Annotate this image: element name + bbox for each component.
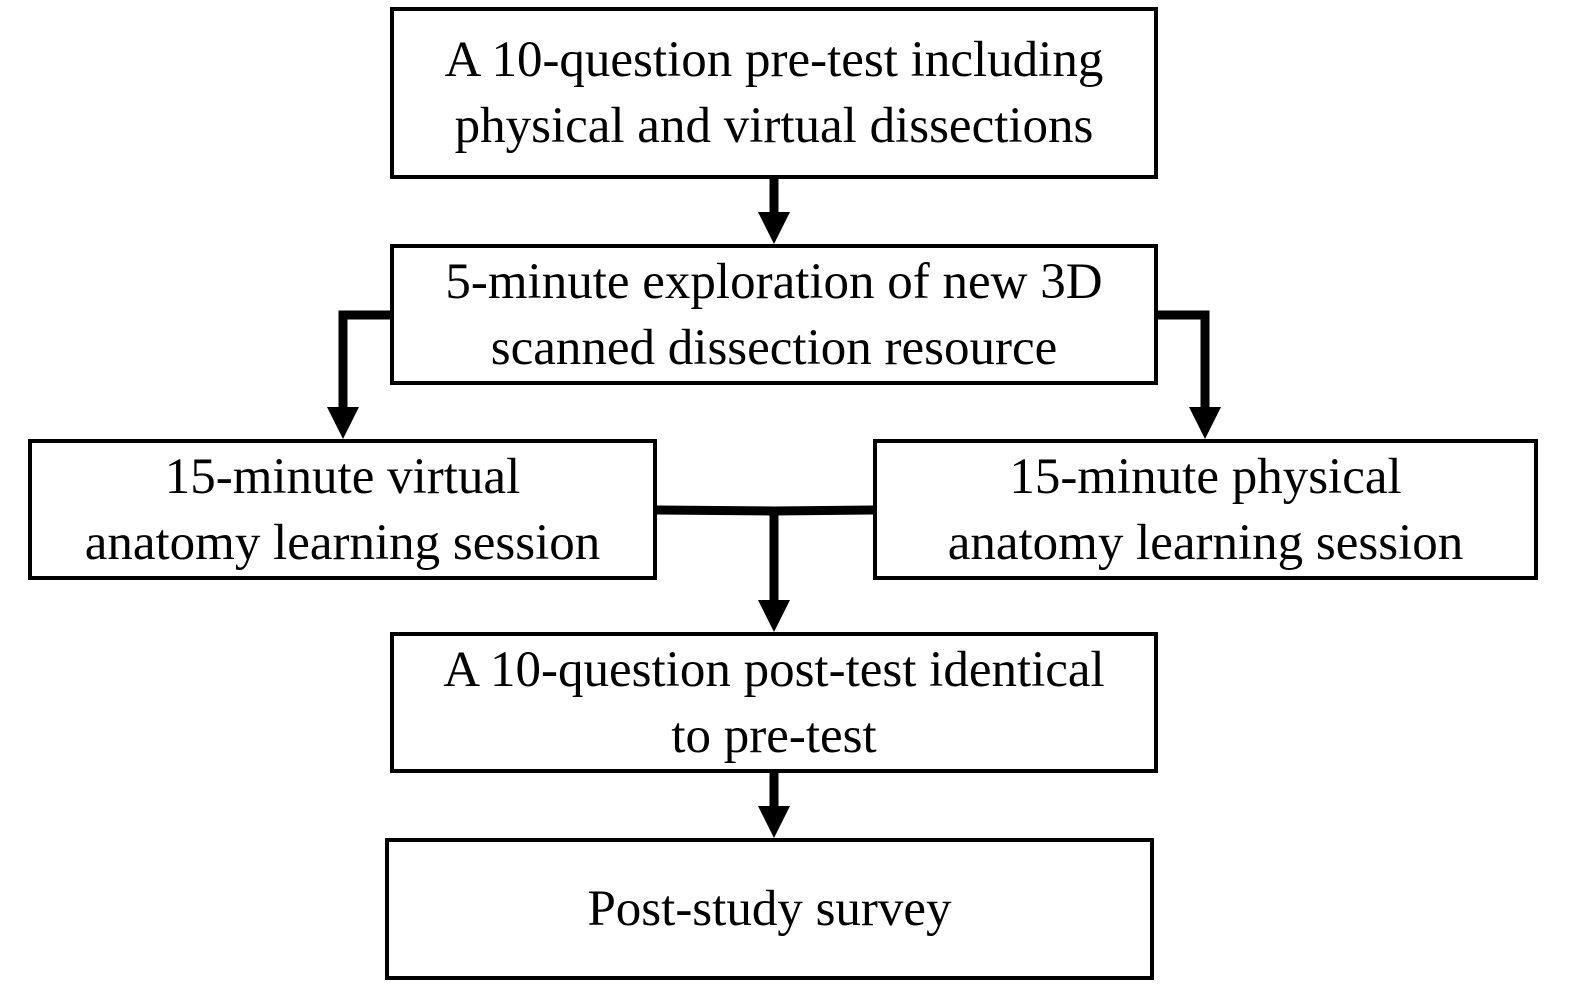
node-virtual-session: 15-minute virtual anatomy learning sessi… [28, 439, 657, 580]
node-physical-session-line-1: 15-minute physical [1009, 448, 1402, 505]
node-pretest-line-2: physical and virtual dissections [454, 98, 1094, 154]
arrow-pretest-to-explore [758, 179, 790, 244]
arrow-posttest-to-survey [758, 773, 790, 838]
node-pretest: A 10-question pre-test including physica… [390, 7, 1158, 179]
node-exploration-line-1: 5-minute exploration of new 3D [445, 253, 1103, 310]
node-posttest-line-2: to pre-test [671, 707, 877, 764]
node-physical-session: 15-minute physical anatomy learning sess… [873, 439, 1538, 580]
node-virtual-session-line-2: anatomy learning session [84, 514, 601, 571]
node-pretest-line-1: A 10-question pre-test including [444, 32, 1104, 88]
arrow-explore-to-physical-session [1158, 310, 1221, 439]
node-exploration-line-2: scanned dissection resource [490, 319, 1058, 376]
arrow-explore-to-virtual-session [327, 310, 390, 439]
node-survey: Post-study survey [385, 838, 1154, 980]
node-posttest-line-1: A 10-question post-test identical [443, 641, 1105, 698]
node-survey-line-1: Post-study survey [587, 881, 952, 937]
node-virtual-session-line-1: 15-minute virtual [164, 448, 521, 505]
node-exploration: 5-minute exploration of new 3D scanned d… [390, 244, 1158, 385]
arrow-sessions-merge-to-posttest [656, 505, 874, 632]
node-physical-session-line-2: anatomy learning session [947, 514, 1464, 571]
node-posttest: A 10-question post-test identical to pre… [390, 632, 1158, 773]
